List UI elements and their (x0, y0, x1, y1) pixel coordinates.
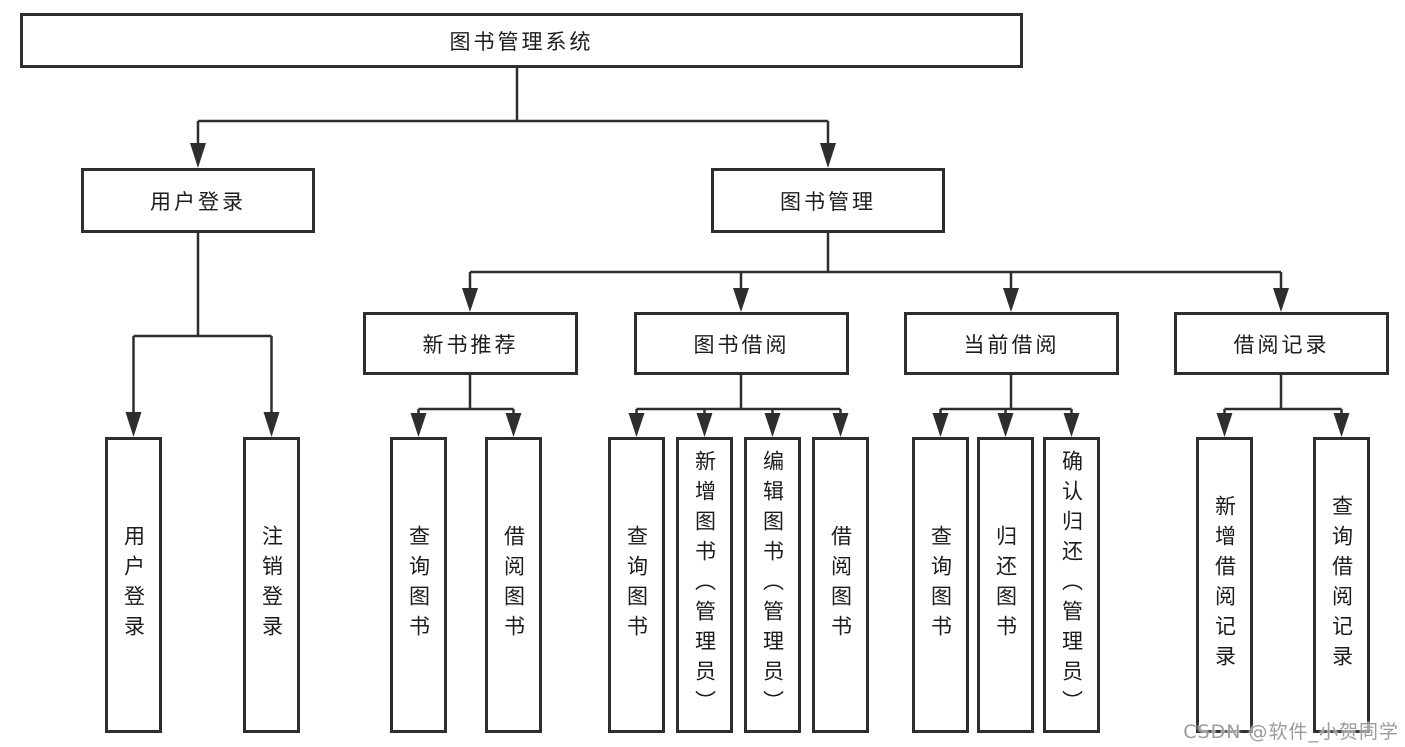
node-label: 借阅图书 (828, 525, 853, 645)
arrow-down (628, 413, 645, 437)
arrow-down (764, 413, 781, 437)
arrow-down (1333, 413, 1350, 437)
node-root: 图书管理系统 (20, 13, 1023, 68)
node-borrowing-records: 借阅记录 (1174, 312, 1389, 375)
connector-borrowing-branch (628, 375, 849, 437)
node-label: 注销登录 (259, 525, 284, 645)
leaf-add-borrow-record: 新增借阅记录 (1196, 437, 1253, 733)
leaf-borrow-books: 借阅图书 (812, 437, 869, 733)
node-label: 新增借阅记录 (1212, 495, 1237, 675)
leaf-query-borrow-record: 查询借阅记录 (1313, 437, 1370, 733)
arrow-down (1273, 288, 1289, 312)
node-label: 图书管理系统 (449, 29, 594, 54)
arrow-down (462, 288, 478, 312)
connector-recommendation-branch (410, 375, 522, 437)
leaf-return-books: 归还图书 (977, 437, 1034, 733)
arrow-down (1216, 413, 1233, 437)
node-book-borrowing: 图书借阅 (634, 312, 849, 375)
arrow-down (410, 413, 427, 437)
leaf-query-books-recommend: 查询图书 (390, 437, 447, 733)
node-user-login: 用户登录 (81, 168, 315, 233)
connector-book-management-branch (462, 233, 1289, 312)
leaf-edit-book-admin: 编辑图书（管理员） (744, 437, 801, 733)
connector-user-login-branch (125, 233, 280, 437)
arrow-down (505, 413, 522, 437)
leaf-user-login: 用户登录 (105, 437, 162, 733)
node-label: 新增图书（管理员） (692, 450, 717, 720)
leaf-confirm-return-admin: 确认归还（管理员） (1043, 437, 1100, 733)
arrow-down (1003, 288, 1019, 312)
node-label: 查询图书 (406, 525, 431, 645)
connector-root-to-level1 (190, 68, 836, 168)
node-label: 图书借阅 (693, 332, 790, 357)
connector-current-branch (932, 375, 1080, 437)
watermark: CSDN @软件_小贺同学 (1183, 721, 1399, 743)
arrow-down (125, 412, 142, 437)
node-label: 借阅图书 (501, 525, 526, 645)
arrow-down (190, 143, 206, 168)
node-label: 图书管理 (780, 189, 876, 214)
arrow-down (696, 413, 713, 437)
node-label: 查询图书 (624, 525, 649, 645)
arrow-down (997, 413, 1014, 437)
leaf-query-books-current: 查询图书 (912, 437, 969, 733)
leaf-query-books-borrowing: 查询图书 (608, 437, 665, 733)
leaf-borrow-books-recommend: 借阅图书 (485, 437, 542, 733)
node-label: 当前借阅 (963, 332, 1060, 357)
node-current-borrowing: 当前借阅 (904, 312, 1119, 375)
node-label: 确认归还（管理员） (1059, 450, 1084, 720)
node-label: 借阅记录 (1233, 332, 1330, 357)
arrow-down (1063, 413, 1080, 437)
arrow-down (820, 143, 836, 168)
node-label: 归还图书 (993, 525, 1018, 645)
arrow-down (932, 413, 949, 437)
node-label: 查询图书 (928, 525, 953, 645)
node-label: 编辑图书（管理员） (760, 450, 785, 720)
leaf-logout: 注销登录 (243, 437, 300, 733)
connector-records-branch (1216, 375, 1350, 437)
node-label: 查询借阅记录 (1329, 495, 1354, 675)
node-label: 新书推荐 (422, 332, 519, 357)
leaf-add-book-admin: 新增图书（管理员） (676, 437, 733, 733)
arrow-down (263, 412, 280, 437)
node-label: 用户登录 (150, 189, 246, 214)
arrow-down (832, 413, 849, 437)
node-book-management: 图书管理 (711, 168, 945, 233)
node-new-book-recommendation: 新书推荐 (363, 312, 578, 375)
node-label: 用户登录 (121, 525, 146, 645)
arrow-down (733, 288, 749, 312)
